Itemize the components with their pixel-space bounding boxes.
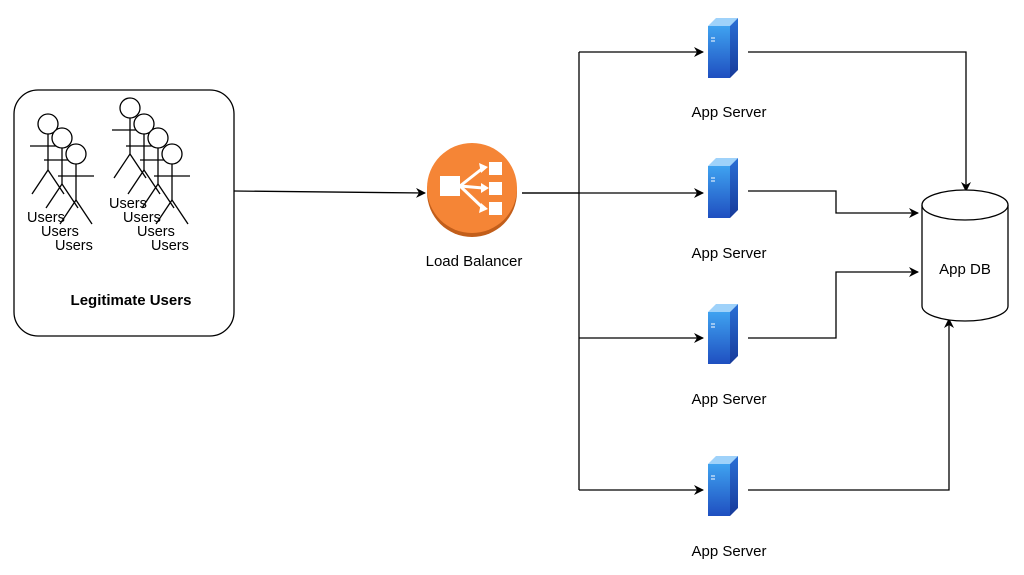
actor-label: Users bbox=[41, 224, 79, 240]
server-node-4[interactable]: App Server bbox=[691, 455, 767, 560]
actor-label: Users bbox=[137, 224, 175, 240]
server-label: App Server bbox=[691, 104, 766, 121]
edge-server-3-to-db bbox=[748, 267, 919, 339]
server-label: App Server bbox=[691, 245, 766, 262]
load-balancer-icon bbox=[427, 143, 517, 237]
server-node-1[interactable]: App Server bbox=[691, 17, 767, 121]
actor-label: Users bbox=[55, 238, 93, 254]
database-label: App DB bbox=[939, 261, 991, 278]
edge-server-4-to-db bbox=[748, 318, 954, 491]
users-group-label: Legitimate Users bbox=[71, 292, 192, 309]
actor-label: Users bbox=[151, 238, 189, 254]
database-node[interactable]: App DB bbox=[921, 189, 1009, 322]
server-node-2[interactable]: App Server bbox=[691, 157, 767, 262]
actor-label: Users bbox=[123, 210, 161, 226]
server-icon bbox=[707, 17, 739, 79]
server-icon bbox=[707, 455, 739, 517]
actor-label: Users bbox=[109, 196, 147, 212]
server-label: App Server bbox=[691, 391, 766, 408]
connections bbox=[233, 47, 971, 495]
edge-users-to-lb bbox=[233, 187, 426, 198]
load-balancer-node[interactable]: Load Balancer bbox=[426, 143, 523, 270]
edge-server-2-to-db bbox=[748, 190, 919, 218]
users-group[interactable]: Users Users Users Users Users Users User… bbox=[13, 89, 235, 337]
load-balancer-label: Load Balancer bbox=[426, 253, 523, 270]
database-icon bbox=[921, 189, 1009, 322]
server-node-3[interactable]: App Server bbox=[691, 303, 767, 408]
server-label: App Server bbox=[691, 543, 766, 560]
server-icon bbox=[707, 303, 739, 365]
server-icon bbox=[707, 157, 739, 219]
edge-server-1-to-db bbox=[748, 51, 971, 192]
actor-label: Users bbox=[27, 210, 65, 226]
